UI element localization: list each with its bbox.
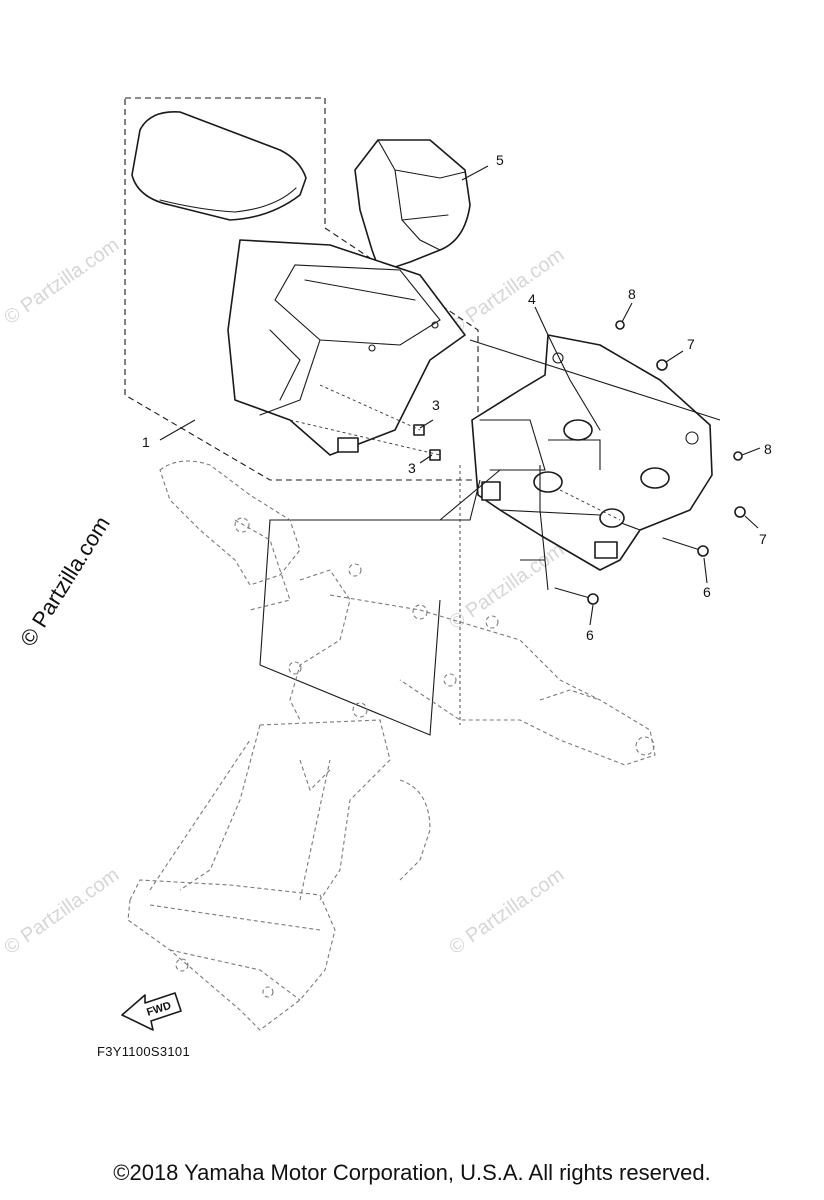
screw-7b (734, 506, 746, 518)
part-5-cover (354, 139, 471, 273)
callout-6-lower: 6 (586, 627, 594, 643)
screw-8b (733, 451, 743, 461)
callout-7-lower: 7 (759, 531, 767, 547)
nut-3b (429, 449, 441, 461)
callout-3-lower: 3 (408, 460, 416, 476)
watermark: © Partzilla.com (445, 539, 568, 634)
callout-5: 5 (496, 152, 504, 168)
watermark-side: © Partzilla.com (15, 512, 115, 651)
part-1-upper-cover (227, 239, 466, 456)
copyright-notice: ©2018 Yamaha Motor Corporation, U.S.A. A… (113, 1160, 711, 1185)
meter-visor (131, 111, 307, 221)
watermark: © Partzilla.com (0, 864, 123, 959)
bolt-6a (662, 537, 709, 557)
steering-assembly-ghost (127, 460, 656, 1031)
fwd-arrow: FWD (121, 992, 182, 1031)
callout-1: 1 (142, 434, 150, 450)
watermark: © Partzilla.com (445, 864, 568, 959)
callout-leaders (159, 165, 761, 626)
callout-8-upper: 8 (628, 286, 636, 302)
callout-6-right: 6 (703, 584, 711, 600)
diagram-code: F3Y1100S3101 (97, 1044, 190, 1059)
screw-7a (656, 359, 668, 371)
screw-8a (615, 320, 625, 330)
watermark: © Partzilla.com (0, 234, 123, 329)
callout-3-upper: 3 (432, 397, 440, 413)
assembly-lines (259, 339, 721, 736)
assembly-1-outline (124, 97, 479, 481)
part-4-rear-cover (471, 334, 713, 571)
bolt-6b (554, 587, 599, 605)
callout-4: 4 (528, 291, 536, 307)
watermark: © Partzilla.com (445, 244, 568, 339)
callout-7-upper: 7 (687, 336, 695, 352)
callouts: 1 3 3 4 5 6 6 7 7 8 8 (142, 152, 772, 643)
callout-8-lower: 8 (764, 441, 772, 457)
